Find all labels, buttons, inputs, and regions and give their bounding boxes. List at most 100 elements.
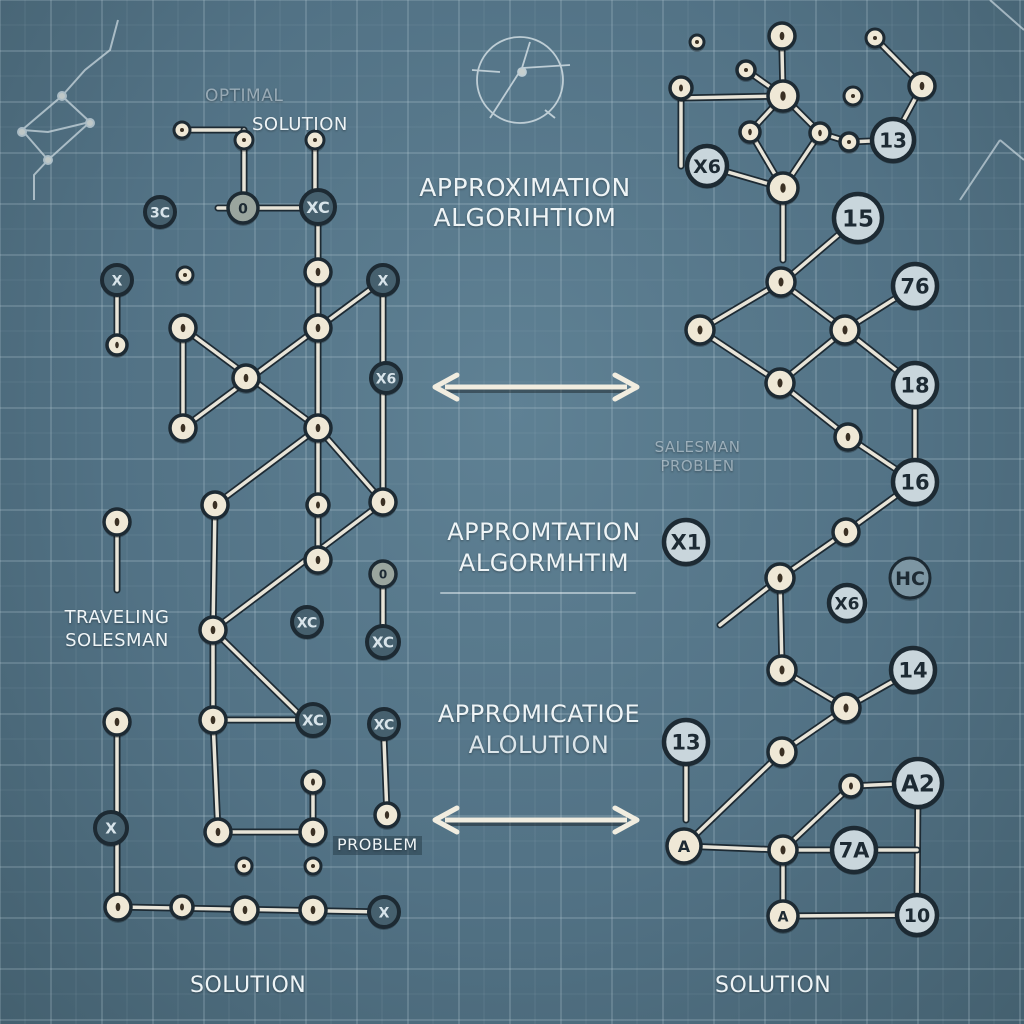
graph-node: 15 — [831, 191, 885, 245]
node-label: 16 — [900, 471, 929, 495]
approx-algo-2-line1: APPROMTATION — [447, 518, 641, 546]
graph-node — [830, 692, 862, 725]
node-label: 10 — [904, 905, 930, 927]
node-label: X1 — [671, 531, 702, 555]
node-dot — [310, 827, 316, 837]
node-label: 7A — [839, 839, 871, 863]
approx-algo-2-line2: ALGORMHTIM — [458, 549, 630, 578]
node-dot — [180, 323, 186, 333]
double-arrows — [432, 372, 640, 835]
graph-node — [234, 856, 254, 877]
title-2-underline — [440, 592, 636, 594]
approx-solution-line1: APPROMICATIOE — [437, 700, 641, 728]
node-dot — [843, 527, 849, 537]
node-dot — [778, 277, 784, 287]
node-dot — [242, 905, 248, 915]
node-dot — [780, 183, 786, 193]
faint-salesman-problem-label: SALESMAN PROBLEN — [630, 439, 765, 475]
approx-solution-line2: ALOLUTION — [468, 731, 610, 760]
faint-line2: PROBLEN — [660, 456, 735, 475]
node-label: X6 — [376, 371, 397, 387]
node-dot — [697, 325, 703, 335]
node-label: 13 — [879, 128, 907, 152]
node-dot — [315, 267, 321, 277]
graph-node — [831, 517, 861, 548]
edge — [679, 94, 785, 100]
node-label: XC — [374, 717, 395, 733]
node-label: 15 — [842, 206, 874, 232]
node-label: HC — [895, 568, 925, 590]
node-dot — [779, 665, 785, 675]
edge — [211, 628, 309, 724]
node-label: 18 — [900, 374, 929, 398]
graph-node: 0 — [226, 191, 260, 226]
graph-node — [833, 422, 863, 453]
graph-node — [305, 492, 331, 519]
graph-node: X — [367, 895, 401, 930]
node-dot — [384, 811, 390, 819]
node-label: X6 — [835, 594, 860, 614]
node-label: A2 — [901, 771, 935, 797]
approximation-solution-title: APPROMICATIOE ALOLUTION — [434, 700, 644, 760]
graph-node — [103, 892, 133, 923]
double-arrow-icon — [432, 805, 640, 835]
graph-node — [684, 314, 716, 347]
graph-node — [304, 129, 326, 152]
node-label: XC — [302, 712, 324, 730]
node-dot — [210, 625, 216, 635]
graph-node — [298, 817, 328, 848]
node-dot — [114, 517, 120, 527]
edge — [781, 913, 919, 918]
node-dot — [777, 573, 783, 583]
graph-node: 13 — [661, 717, 711, 767]
graph-node: 18 — [890, 360, 940, 410]
graph-node — [105, 333, 129, 358]
graph-node — [231, 363, 261, 394]
graph-node — [829, 314, 861, 347]
graph-node: X — [366, 263, 400, 298]
approx-algo-1-line1: APPROXIMATION — [419, 173, 631, 202]
graph-node — [303, 257, 333, 288]
edge — [211, 503, 217, 632]
node-dot — [780, 845, 786, 855]
graph-node: XC — [365, 624, 401, 661]
graph-node — [735, 59, 757, 82]
optimal-solution-label: SOLUTION — [252, 114, 348, 135]
node-dot — [315, 323, 321, 333]
graph-node: 7A — [829, 825, 879, 875]
node-dot — [779, 31, 785, 41]
node-dot — [849, 782, 853, 790]
graph-node — [842, 85, 864, 108]
graph-node — [168, 313, 198, 344]
graph-node: XC — [290, 605, 324, 640]
node-dot — [679, 84, 683, 92]
graph-node — [766, 79, 800, 114]
graph-node — [303, 313, 333, 344]
node-dot — [115, 341, 119, 349]
node-dot — [777, 378, 783, 388]
graph-node — [303, 856, 323, 877]
graph-node: 14 — [888, 645, 938, 695]
graph-node: HC — [888, 556, 932, 601]
node-label: XC — [297, 615, 318, 631]
approx-algo-1-line2: ALGORIHTIOM — [433, 203, 617, 233]
node-dot — [114, 717, 120, 727]
node-label: X — [112, 273, 123, 289]
graph-node — [368, 487, 398, 518]
graph-node — [233, 129, 255, 152]
problem-label: PROBLEM — [333, 836, 422, 855]
node-dot — [919, 81, 925, 91]
graph-node: X6 — [684, 143, 730, 189]
node-label: X — [378, 273, 389, 289]
node-dot — [115, 902, 121, 912]
graph-node — [172, 120, 192, 141]
traveling-line1: TRAVELING — [64, 607, 170, 628]
node-dot — [210, 715, 216, 725]
graph-node: X — [100, 263, 134, 298]
node-dot — [779, 747, 785, 757]
node-label: 14 — [898, 659, 927, 683]
approximation-algorithm-title-1: APPROXIMATION ALGORIHTIOM — [405, 173, 645, 233]
